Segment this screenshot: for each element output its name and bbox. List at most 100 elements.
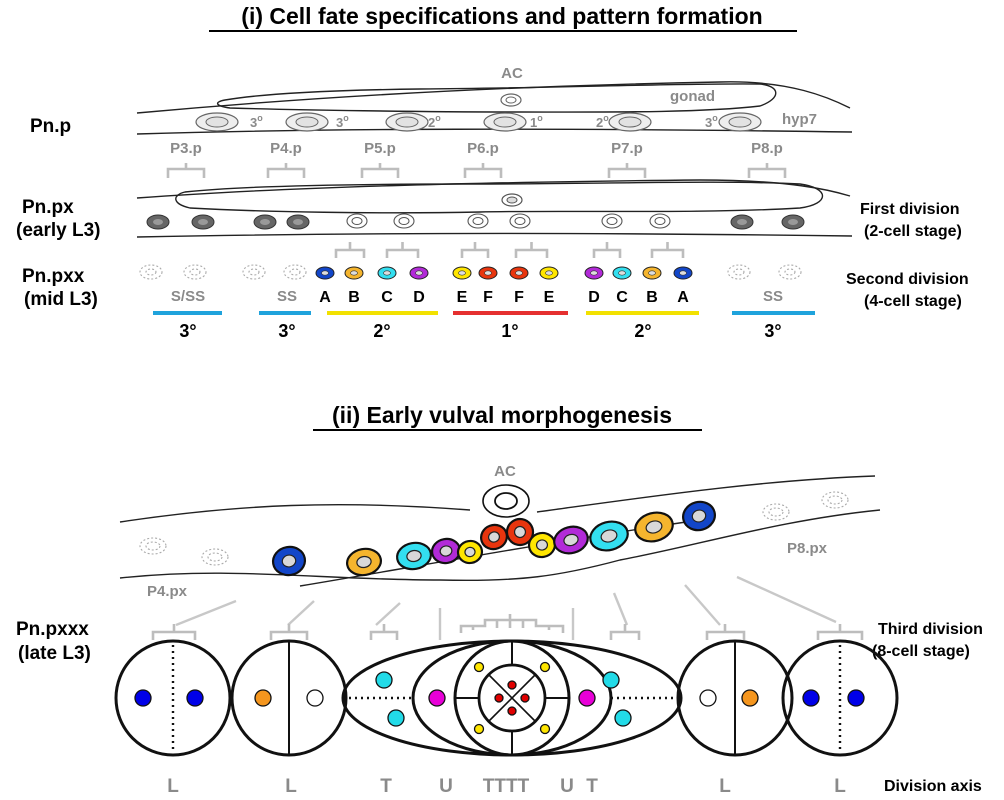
cell-letter: E: [457, 289, 468, 306]
division-axis-letter: L: [834, 776, 846, 797]
fate-group: S/SS3°: [153, 288, 222, 341]
pnpxx-faded-cell: [183, 264, 207, 280]
division-axis-letter: TTTT: [483, 776, 530, 797]
pnpx-nucleus: [253, 214, 277, 230]
vulval-cell: [456, 539, 484, 565]
four-cell-stage-label: (4-cell stage): [864, 293, 962, 310]
pnp-fate-mark: 3o: [705, 113, 718, 130]
nucleus: [539, 723, 551, 735]
division-bracket: [360, 163, 400, 178]
dashed-cell: [762, 503, 790, 521]
division-bracket: [460, 242, 490, 258]
pnpx-nucleus: [146, 214, 170, 230]
nucleus: [520, 693, 530, 703]
division-bracket: [747, 163, 787, 178]
fate-group-label: S/SS: [171, 288, 205, 305]
nucleus: [428, 689, 446, 707]
nucleus: [306, 689, 324, 707]
pnp-nucleus: [385, 112, 429, 132]
division-axis-letter: T: [380, 776, 392, 797]
fate-label: 2°: [373, 321, 390, 341]
fate-group-label: SS: [763, 288, 783, 305]
third-division-guides: [151, 575, 864, 640]
pnpx-nucleus: [781, 214, 805, 230]
eight-cell-stage-label: (8-cell stage): [872, 643, 970, 660]
dashed-cell: [139, 537, 167, 555]
precursor-label: P4.p: [270, 140, 302, 157]
first-division-brackets: [166, 163, 787, 178]
fate-group: 2°: [327, 311, 438, 341]
pnpxx-cell: [377, 266, 397, 280]
division-axis-letter: U: [439, 776, 453, 797]
vulval-cell: [346, 547, 382, 577]
fate-label: 2°: [634, 321, 651, 341]
cell-letter: B: [646, 289, 658, 306]
division-axis-letter: U: [560, 776, 574, 797]
guide-line: [287, 600, 315, 626]
division-bracket: [514, 242, 549, 258]
cell-letter: A: [677, 289, 689, 306]
cell-left-outer: [114, 639, 232, 757]
nucleus: [254, 689, 272, 707]
division-bracket: [166, 163, 206, 178]
anchor-cell-top: [500, 93, 522, 107]
cell-letter: E: [544, 289, 555, 306]
fate-bar: [259, 311, 311, 315]
pnp-nucleus: [285, 112, 329, 132]
eight-cell-schematic: [114, 639, 899, 757]
pnpxx-cell: [612, 266, 632, 280]
second-division-label: Second division: [846, 271, 969, 288]
nucleus: [539, 661, 551, 673]
pnpxx-cell: [315, 266, 335, 280]
dashed-cell: [201, 548, 229, 566]
fate-group: 1°: [453, 311, 568, 341]
vulval-cell: [553, 525, 589, 555]
fate-label: 3°: [278, 321, 295, 341]
tissue-outline-pnpx: [136, 179, 853, 238]
pnp-fate-mark: 1o: [530, 113, 543, 130]
pnpx-nucleus: [286, 214, 310, 230]
fate-label: 3°: [764, 321, 781, 341]
pnpxx-cells: [139, 264, 802, 280]
section2-title: (ii) Early vulval morphogenesis: [332, 402, 672, 428]
ac-label-top: AC: [501, 65, 523, 82]
pnpxx-cell: [539, 266, 559, 280]
pnp-nucleus: [608, 112, 652, 132]
dashed-cell: [821, 491, 849, 509]
pnpxx-cell: [344, 266, 364, 280]
vulval-cell: [505, 517, 535, 547]
nucleus: [699, 689, 717, 707]
cell-letter: B: [348, 289, 360, 306]
fate-group: SS3°: [259, 288, 311, 341]
row-label-mid-l3: (mid L3): [24, 289, 98, 310]
nucleus: [473, 661, 485, 673]
nucleus: [578, 689, 596, 707]
division-bracket: [151, 624, 197, 640]
division-axis-label: Division axis: [884, 778, 982, 795]
division-axis-letter: T: [586, 776, 598, 797]
precursor-label: P6.p: [467, 140, 499, 157]
pnp-fate-mark: 3o: [336, 113, 349, 130]
division-bracket: [609, 624, 641, 640]
nucleus: [507, 706, 517, 716]
pnp-fate-mark: 2o: [596, 113, 609, 130]
cell-letter: A: [319, 289, 331, 306]
guide-line: [612, 592, 629, 626]
pnpxx-faded-cell: [727, 264, 751, 280]
division-bracket: [816, 624, 864, 640]
guide-line: [736, 575, 837, 624]
division-bracket: [334, 242, 366, 258]
fate-group: 2°: [586, 311, 699, 341]
cell-right-outer: [781, 639, 899, 757]
vulval-cell: [527, 531, 557, 559]
division-bracket: [269, 624, 309, 640]
nucleus: [802, 689, 820, 707]
two-cell-stage-label: (2-cell stage): [864, 223, 962, 240]
row-label-pnp: Pn.p: [30, 116, 71, 137]
vulval-cell: [480, 523, 508, 551]
anchor-cell-middle: [501, 193, 523, 207]
pnp-nucleus: [718, 112, 762, 132]
